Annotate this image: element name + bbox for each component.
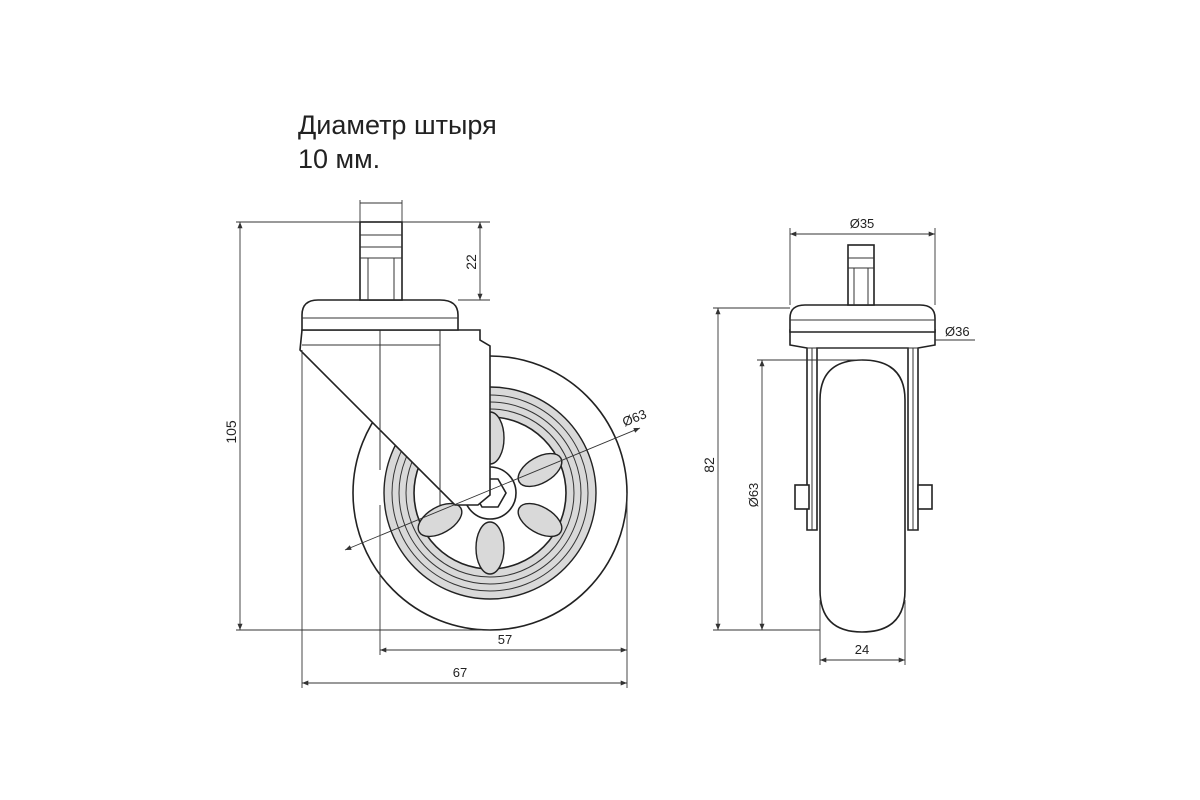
pin-diameter-note: Диаметр штыря 10 мм. <box>298 108 497 176</box>
dim-front-height: 82 <box>701 457 717 473</box>
side-view: 22 105 Ø63 57 67 <box>223 200 649 688</box>
note-line-1: Диаметр штыря <box>298 110 497 140</box>
front-top-plate <box>789 304 936 333</box>
side-pin <box>359 221 403 301</box>
front-wheel <box>819 359 906 633</box>
front-fork <box>789 329 936 531</box>
dim-pin-height: 22 <box>463 254 479 270</box>
dim-wheel-diameter-side: Ø63 <box>620 406 648 429</box>
dim-wheel-diameter-front: Ø63 <box>746 483 761 508</box>
front-pin <box>847 244 875 306</box>
dim-total-height: 105 <box>223 420 239 444</box>
dim-front-wheel-width: 24 <box>855 642 869 657</box>
front-view: Ø35 Ø36 82 Ø63 24 <box>701 216 975 665</box>
dim-plate-diameter: Ø36 <box>945 324 970 339</box>
side-top-plate <box>301 299 459 331</box>
dim-top-diameter: Ø35 <box>850 216 875 231</box>
dim-total-width: 67 <box>453 665 467 680</box>
dim-wheel-width: 57 <box>498 632 512 647</box>
note-line-2: 10 мм. <box>298 144 381 174</box>
